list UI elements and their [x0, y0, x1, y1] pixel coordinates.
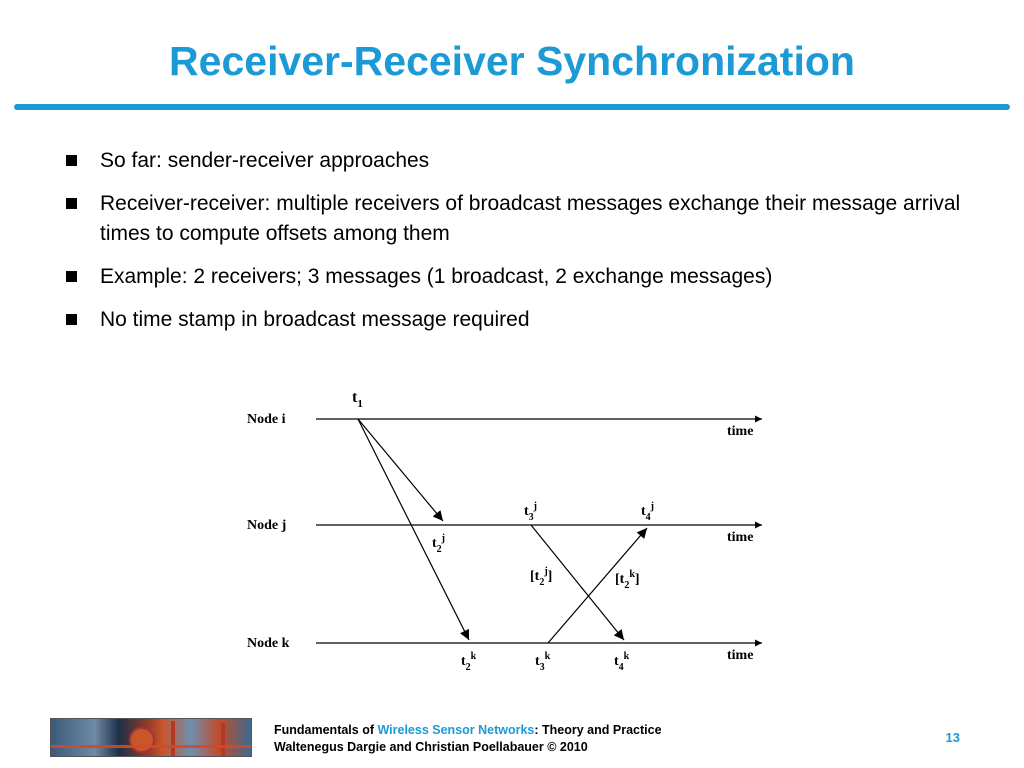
bullet-list: So far: sender-receiver approaches Recei… — [62, 146, 982, 348]
bullet-square-icon — [66, 314, 77, 325]
message-label-t2-j: [t2j] — [530, 566, 552, 588]
label-t2-j: t2j — [432, 533, 445, 555]
bullet-square-icon — [66, 271, 77, 282]
label-t1: t1 — [352, 389, 363, 410]
page-number: 13 — [945, 730, 960, 745]
bullet-item: Example: 2 receivers; 3 messages (1 broa… — [62, 262, 982, 292]
label-t3-k: t3k — [535, 651, 551, 673]
broadcast-arrow-to-node-k — [357, 418, 470, 641]
title-underline — [14, 104, 1010, 110]
label-t3-j: t3j — [524, 501, 537, 523]
bullet-text: Receiver-receiver: multiple receivers of… — [100, 192, 961, 245]
time-label-node-k: time — [727, 648, 753, 663]
bullet-text: So far: sender-receiver approaches — [100, 149, 430, 172]
node-j-label: Node j — [247, 518, 286, 533]
bullet-item: So far: sender-receiver approaches — [62, 146, 982, 176]
broadcast-arrow-to-node-j — [357, 418, 444, 522]
footer-line-1: Fundamentals of Wireless Sensor Networks… — [274, 723, 662, 737]
label-t4-j: t4j — [641, 501, 654, 523]
bridge-deck-icon — [51, 745, 251, 748]
bullet-square-icon — [66, 155, 77, 166]
bridge-tower-icon — [171, 721, 175, 756]
bullet-text: Example: 2 receivers; 3 messages (1 broa… — [100, 265, 773, 288]
label-t2-k: t2k — [461, 651, 477, 673]
footer-citation: Fundamentals of Wireless Sensor Networks… — [274, 722, 662, 756]
bullet-item: No time stamp in broadcast message requi… — [62, 305, 982, 335]
footer-banner-image — [50, 718, 252, 757]
label-t4-k: t4k — [614, 651, 630, 673]
footer-book-highlight: Wireless Sensor Networks — [377, 723, 535, 737]
node-i-label: Node i — [247, 412, 286, 427]
bullet-square-icon — [66, 198, 77, 209]
bullet-item: Receiver-receiver: multiple receivers of… — [62, 189, 982, 249]
time-label-node-j: time — [727, 530, 753, 545]
exchange-arrow-j-to-k — [530, 524, 625, 641]
slide-title: Receiver-Receiver Synchronization — [169, 38, 855, 84]
node-k-label: Node k — [247, 636, 290, 651]
time-label-node-i: time — [727, 424, 753, 439]
exchange-arrow-k-to-j — [547, 527, 648, 644]
eye-graphic-icon — [129, 727, 155, 753]
message-label-t2-k: [t2k] — [615, 569, 640, 591]
footer-line-2: Waltenegus Dargie and Christian Poellaba… — [274, 740, 588, 754]
bridge-tower-icon — [221, 723, 225, 756]
bullet-text: No time stamp in broadcast message requi… — [100, 308, 530, 331]
